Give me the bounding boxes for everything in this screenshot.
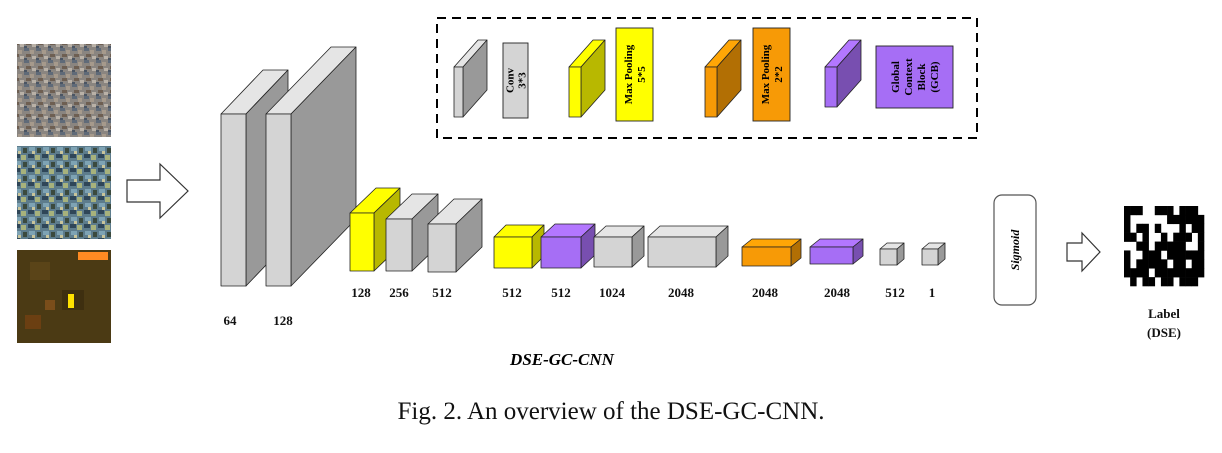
layer-size-label: 512 [432, 285, 452, 300]
svg-text:Block: Block [916, 63, 928, 91]
layer-block-max-pool-2 [741, 238, 802, 267]
output-label-line-1: Label [1148, 306, 1180, 321]
legend-maxpool2-swatch [704, 39, 742, 118]
legend-box [436, 17, 978, 139]
layer-block-conv [647, 225, 729, 268]
input-image-3 [17, 250, 111, 343]
svg-text:5*5: 5*5 [636, 66, 648, 83]
layer-block-gcb [540, 223, 596, 269]
input-image-2 [17, 146, 111, 239]
layer-size-label: 128 [351, 285, 371, 300]
svg-text:Conv: Conv [505, 67, 517, 93]
svg-text:Max Pooling: Max Pooling [623, 44, 635, 104]
layer-size-label: 256 [389, 285, 409, 300]
layer-size-label: 2048 [668, 285, 695, 300]
svg-text:2*2: 2*2 [773, 66, 785, 83]
layer-block-gcb [809, 238, 864, 265]
network-name: DSE-GC-CNN [509, 350, 615, 369]
legend-maxpool5-swatch [568, 39, 606, 118]
output-label-map [1124, 206, 1205, 287]
layer-size-label: 1024 [599, 285, 626, 300]
output-label-line-2: (DSE) [1147, 325, 1181, 340]
layer-size-label: 128 [273, 313, 293, 328]
input-image-1 [17, 44, 111, 137]
output-arrow [1066, 231, 1101, 273]
input-arrow [126, 162, 189, 220]
layer-size-label: 512 [885, 285, 905, 300]
layer-size-label: 1 [929, 285, 936, 300]
layer-block-max-pool-5 [493, 224, 545, 269]
layer-size-label: 64 [224, 313, 238, 328]
layer-size-label: 512 [551, 285, 571, 300]
figure-caption: Fig. 2. An overview of the DSE-GC-CNN. [397, 398, 825, 425]
layer-block-conv [593, 225, 645, 268]
layer-block-conv [921, 242, 946, 266]
svg-text:(GCB): (GCB) [929, 61, 941, 93]
layer-block-conv [265, 46, 357, 287]
sigmoid-box [993, 194, 1037, 306]
svg-text:3*3: 3*3 [517, 72, 529, 89]
layer-block-conv [427, 198, 483, 273]
legend-conv-swatch [453, 39, 488, 118]
svg-text:Max Pooling: Max Pooling [760, 44, 772, 104]
layer-size-label: 2048 [824, 285, 851, 300]
sigmoid-label: Sigmoid [1008, 229, 1022, 271]
legend-gcb-swatch [824, 39, 862, 108]
svg-text:Global: Global [890, 61, 902, 93]
layer-size-label: 512 [502, 285, 522, 300]
svg-text:Context: Context [903, 58, 915, 96]
layer-block-conv [879, 242, 905, 266]
layer-size-label: 2048 [752, 285, 779, 300]
